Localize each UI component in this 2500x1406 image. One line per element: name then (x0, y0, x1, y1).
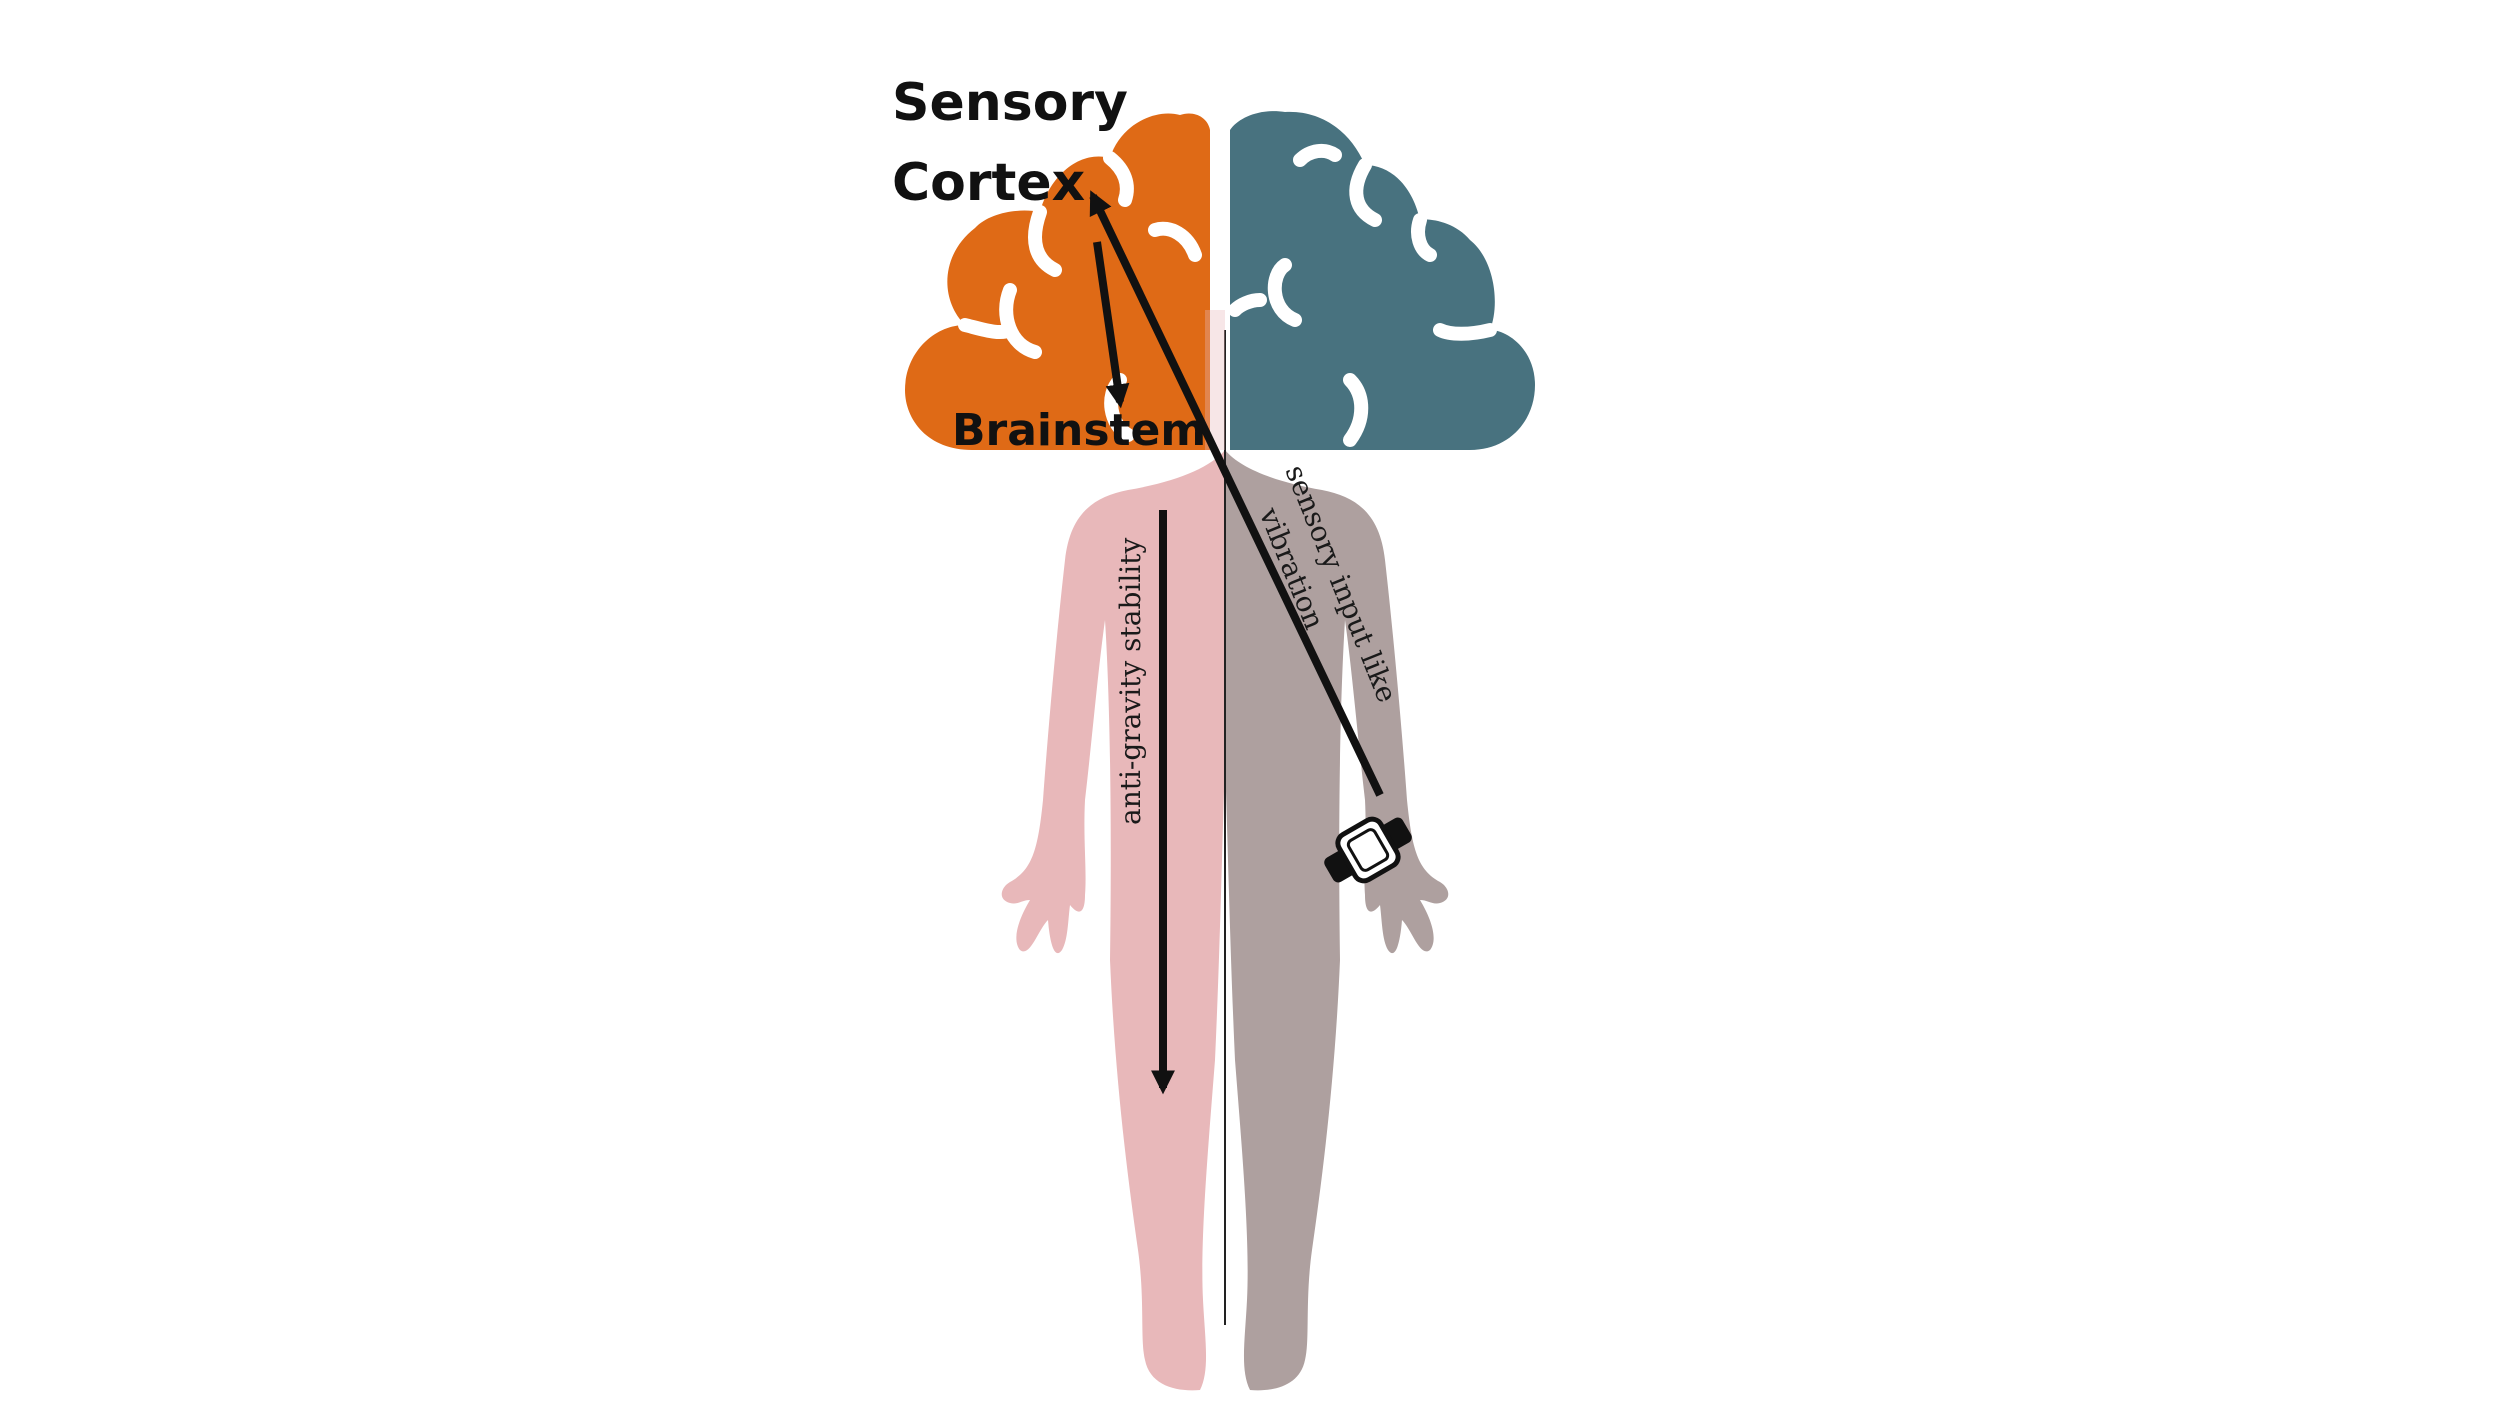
anti-gravity-label: anti-gravity stability (1114, 538, 1147, 825)
brain-sulci (958, 143, 1497, 447)
arrow-wrist-to-cortex (1089, 190, 1384, 797)
neck-overlap (1205, 310, 1225, 450)
smartwatch-icon (1324, 816, 1412, 884)
sensory-cortex-label-line1: Sensory (892, 73, 1128, 133)
brain-right-hemisphere (1230, 111, 1535, 451)
brainstem-label: Brainstem (952, 405, 1206, 456)
brain (905, 111, 1535, 451)
brain-left-hemisphere (905, 113, 1210, 450)
body-right-half (1225, 450, 1449, 1391)
body-figure (1001, 330, 1449, 1391)
arrow-cortex-to-brainstem (1093, 241, 1130, 409)
body-left-half (1001, 450, 1225, 1391)
sensory-cortex-label-line2: Cortex (892, 153, 1085, 213)
arrows (1089, 190, 1384, 1095)
